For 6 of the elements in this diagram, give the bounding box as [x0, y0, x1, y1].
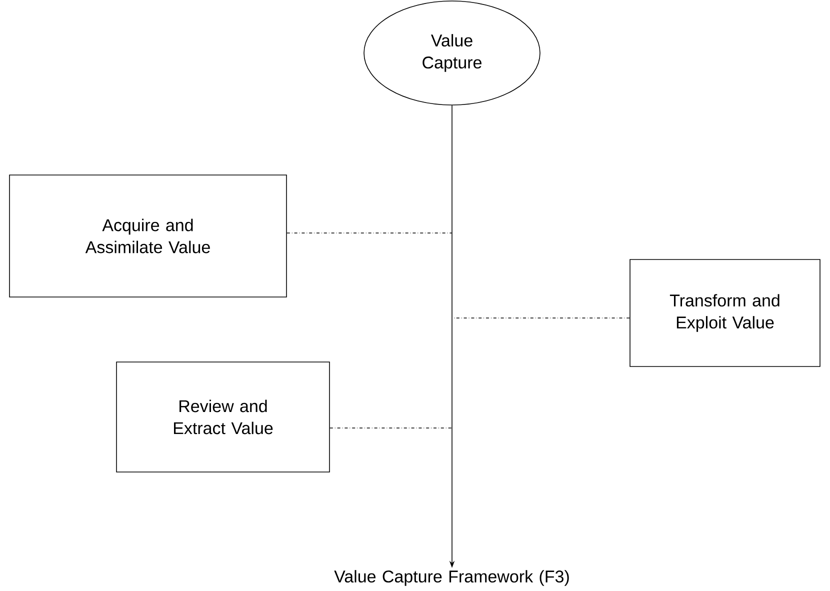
- process-box: Acquire and Assimilate Value: [9, 174, 287, 298]
- caption-text: Value Capture Framework (F3): [334, 570, 569, 586]
- connector-line: [286, 232, 452, 234]
- process-box: Transform and Exploit Value: [630, 259, 820, 367]
- ellipse-node: Value Capture: [364, 0, 540, 106]
- process-box: Review and Extract Value: [116, 362, 330, 472]
